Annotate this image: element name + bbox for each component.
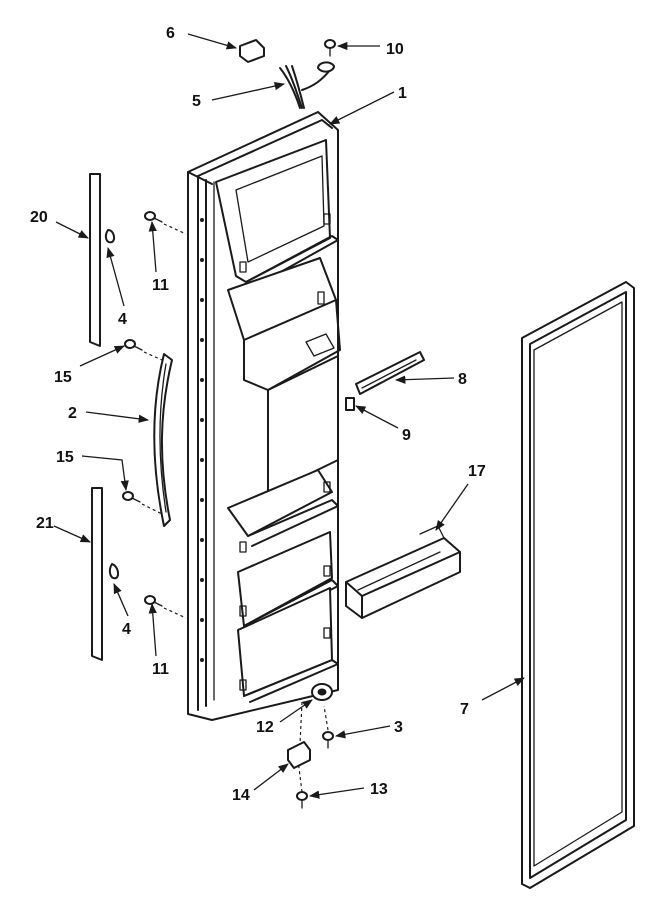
lower-trim-strip (91, 487, 103, 661)
wire-connector (239, 39, 265, 63)
callout-11-lower: 11 (152, 661, 169, 678)
callout-3: 3 (394, 719, 403, 736)
callout-15-upper: 15 (54, 369, 72, 386)
dispenser-housing (227, 257, 341, 495)
callout-4-lower: 4 (122, 621, 131, 638)
callout-15-lower: 15 (56, 449, 74, 466)
hinge-block (287, 741, 311, 769)
screw-11-upper (144, 211, 187, 235)
callout-1: 1 (398, 85, 407, 102)
screw-15-upper (124, 339, 163, 361)
callout-7: 7 (460, 701, 469, 718)
screw-10 (324, 39, 336, 57)
callout-17: 17 (468, 463, 486, 480)
callout-6: 6 (166, 25, 175, 42)
callout-4-upper: 4 (118, 311, 127, 328)
leader-lines (53, 33, 525, 799)
screw-15-lower (122, 491, 163, 515)
callout-9: 9 (402, 427, 411, 444)
trim-rail (355, 351, 425, 395)
callout-20: 20 (30, 209, 48, 226)
door-edge-holes (200, 218, 204, 662)
callout-14: 14 (232, 787, 250, 804)
callout-12: 12 (256, 719, 274, 736)
screw-11-lower (144, 595, 187, 619)
callout-10: 10 (386, 41, 404, 58)
ground-ring (317, 61, 335, 73)
callout-21: 21 (36, 515, 54, 532)
trim-clip-lower (108, 563, 120, 580)
callout-2: 2 (68, 405, 77, 422)
trim-clip-upper (104, 229, 116, 244)
upper-shelf-compartment (215, 139, 339, 289)
screw-13 (296, 759, 308, 809)
clip-part (345, 397, 355, 411)
callout-labels: 1 2 3 4 4 5 6 7 8 9 10 11 11 12 13 14 15… (30, 25, 486, 804)
lower-shelf-3 (237, 587, 339, 703)
door-bin (345, 525, 461, 619)
door-gasket (521, 281, 635, 889)
callout-11-upper: 11 (152, 277, 169, 294)
callout-5: 5 (192, 93, 201, 110)
screw-3 (322, 705, 334, 749)
lower-shelf-1 (227, 469, 339, 553)
callout-8: 8 (458, 371, 467, 388)
door-handle (153, 353, 173, 527)
hinge-cam (299, 683, 333, 745)
upper-trim-strip (89, 173, 101, 347)
lower-shelf-2 (237, 531, 339, 633)
callout-13: 13 (370, 781, 388, 798)
